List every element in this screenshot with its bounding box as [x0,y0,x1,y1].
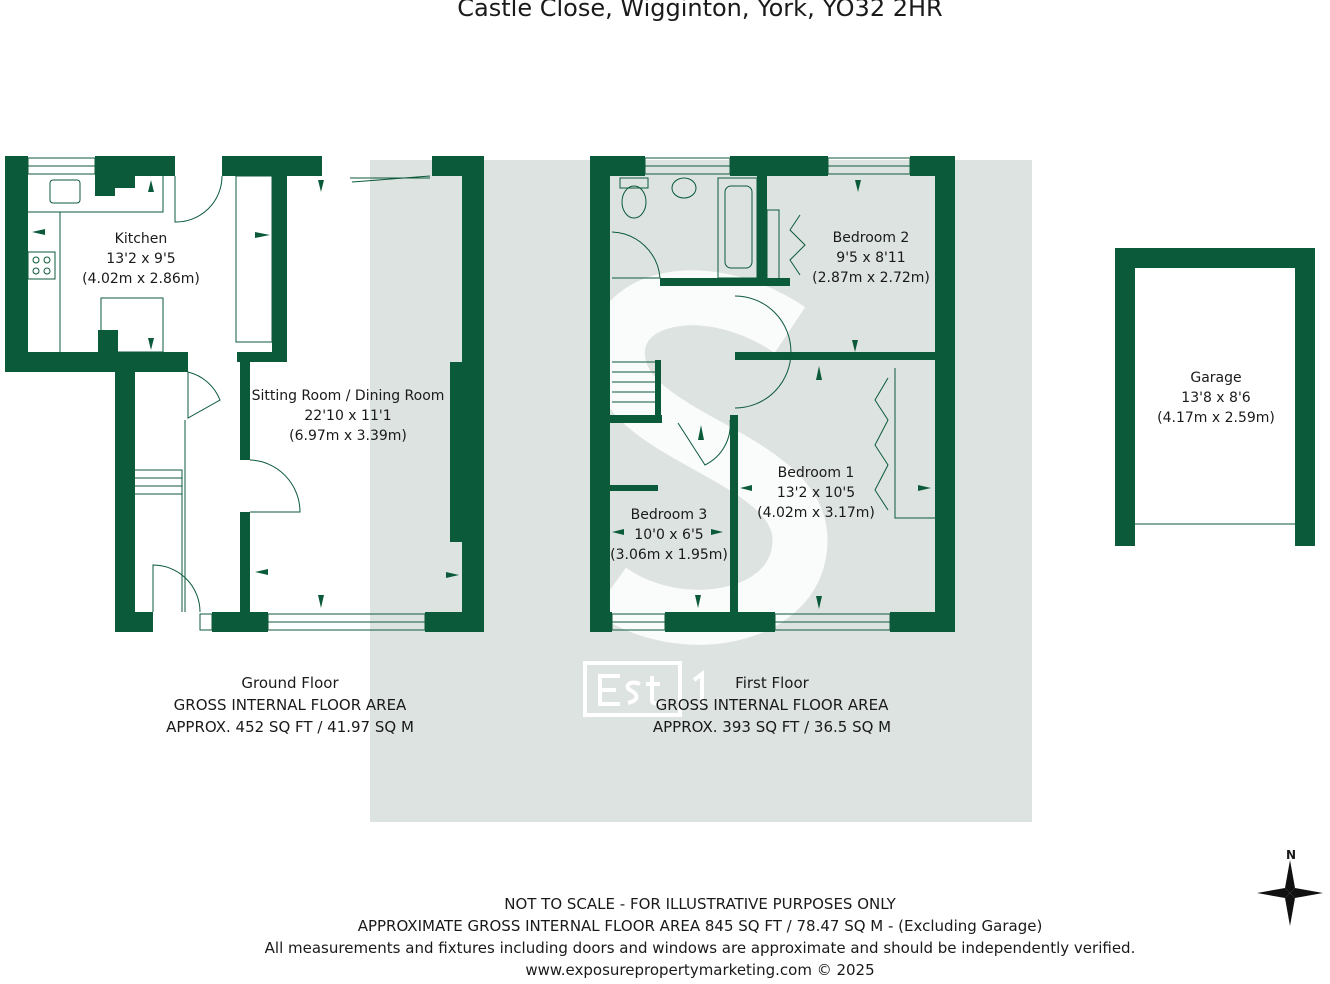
room-name: Garage [1190,370,1242,386]
compass-north-label: N [1285,848,1297,862]
floor-area-label: GROSS INTERNAL FLOOR AREA [655,696,889,714]
room-bedroom-2: Bedroom 2 9'5 x 8'11 (2.87m x 2.72m) [812,228,930,288]
room-imperial: 22'10 x 11'1 [304,408,392,424]
page-title: Castle Close, Wigginton, York, YO32 2HR [457,0,943,22]
footer-disclaimer: NOT TO SCALE - FOR ILLUSTRATIVE PURPOSES… [504,895,896,913]
footer-total-area: APPROXIMATE GROSS INTERNAL FLOOR AREA 84… [357,917,1043,935]
room-imperial: 13'2 x 10'5 [776,485,856,501]
room-name: Bedroom 3 [630,507,708,523]
room-imperial: 10'0 x 6'5 [634,527,704,543]
floor-area: APPROX. 393 SQ FT / 36.5 SQ M [652,718,892,736]
room-imperial: 9'5 x 8'11 [836,250,906,266]
room-imperial: 13'8 x 8'6 [1181,390,1251,406]
room-name: Kitchen [114,231,168,247]
room-name: Sitting Room / Dining Room [251,388,445,404]
floor-label: First Floor [735,674,809,692]
footer-website: www.exposurepropertymarketing.com © 2025 [525,961,875,979]
room-kitchen: Kitchen 13'2 x 9'5 (4.02m x 2.86m) [82,229,200,289]
room-metric: (6.97m x 3.39m) [289,428,407,444]
floor-label: Ground Floor [241,674,339,692]
room-garage: Garage 13'8 x 8'6 (4.17m x 2.59m) [1157,368,1275,428]
room-sitting-dining: Sitting Room / Dining Room 22'10 x 11'1 … [252,386,445,446]
room-metric: (4.17m x 2.59m) [1157,410,1275,426]
floor-area: APPROX. 452 SQ FT / 41.97 SQ M [166,718,414,736]
room-bedroom-3: Bedroom 3 10'0 x 6'5 (3.06m x 1.95m) [610,505,728,565]
room-imperial: 13'2 x 9'5 [106,251,176,267]
room-metric: (4.02m x 3.17m) [757,505,875,521]
watermark-est-box [583,661,682,717]
room-name: Bedroom 2 [832,230,910,246]
first-floor-summary: First Floor GROSS INTERNAL FLOOR AREA AP… [653,672,891,738]
room-metric: (3.06m x 1.95m) [610,547,728,563]
room-name: Bedroom 1 [777,465,855,481]
room-bedroom-1: Bedroom 1 13'2 x 10'5 (4.02m x 3.17m) [757,463,875,523]
first-floor-walls [590,156,1315,632]
compass-icon [1257,860,1323,926]
footer-note: All measurements and fixtures including … [264,939,1136,957]
footer: NOT TO SCALE - FOR ILLUSTRATIVE PURPOSES… [265,893,1136,981]
room-metric: (4.02m x 2.86m) [82,271,200,287]
door-arrows [32,180,931,609]
ground-floor-fixtures [27,157,431,631]
watermark-est-logo [598,670,704,706]
room-metric: (2.87m x 2.72m) [812,270,930,286]
ground-floor-summary: Ground Floor GROSS INTERNAL FLOOR AREA A… [166,672,414,738]
floor-area-label: GROSS INTERNAL FLOOR AREA [173,696,407,714]
ground-floor-walls [5,156,484,632]
first-floor-fixtures [611,157,1295,631]
